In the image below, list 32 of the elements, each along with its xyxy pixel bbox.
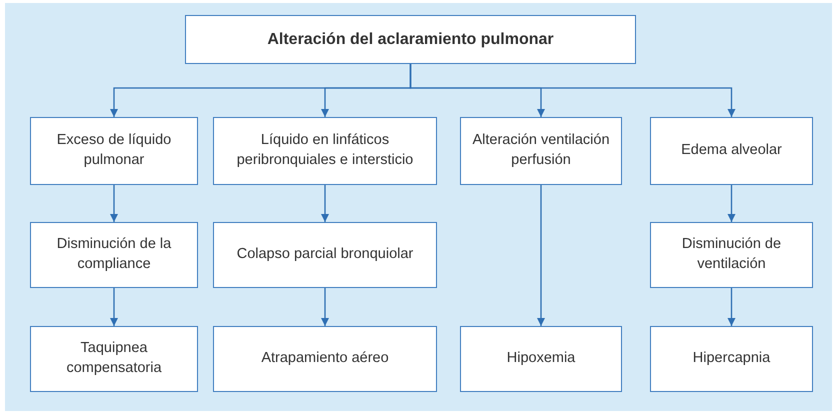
box-label: Hipoxemia [506,349,576,368]
box-label: Disminución de la compliance [56,235,172,274]
box-label: Alteración ventilación perfusión [471,131,611,170]
arrow [410,64,736,117]
arrow [537,185,545,326]
box-label: Edema alveolar [681,141,782,160]
box-label: Disminución de ventilación [680,235,782,274]
process-box [213,117,437,185]
box-label: Taquipnea compensatoria [65,339,163,378]
arrow [110,288,118,326]
box-label: Exceso de líquido pulmonar [56,131,172,170]
process-box [30,117,198,185]
process-box [650,326,813,392]
arrow [110,185,118,222]
arrow [728,185,736,222]
process-box [30,222,198,288]
arrow [321,288,329,326]
arrow [728,288,736,326]
box-label: Hipercapnia [692,349,770,368]
box-label: Atrapamiento aéreo [261,349,389,368]
process-box [213,326,437,392]
process-box [460,117,622,185]
process-box [185,15,636,64]
arrow [321,185,329,222]
process-box [650,222,813,288]
process-box [30,326,198,392]
box-label: Colapso parcial bronquiolar [236,245,414,264]
process-box [460,326,622,392]
box-label: Líquido en linfáticos peribronquiales e intersticio [236,131,414,170]
process-box [213,222,437,288]
process-box [650,117,813,185]
box-label: Alteración del aclaramiento pulmonar [267,30,554,50]
